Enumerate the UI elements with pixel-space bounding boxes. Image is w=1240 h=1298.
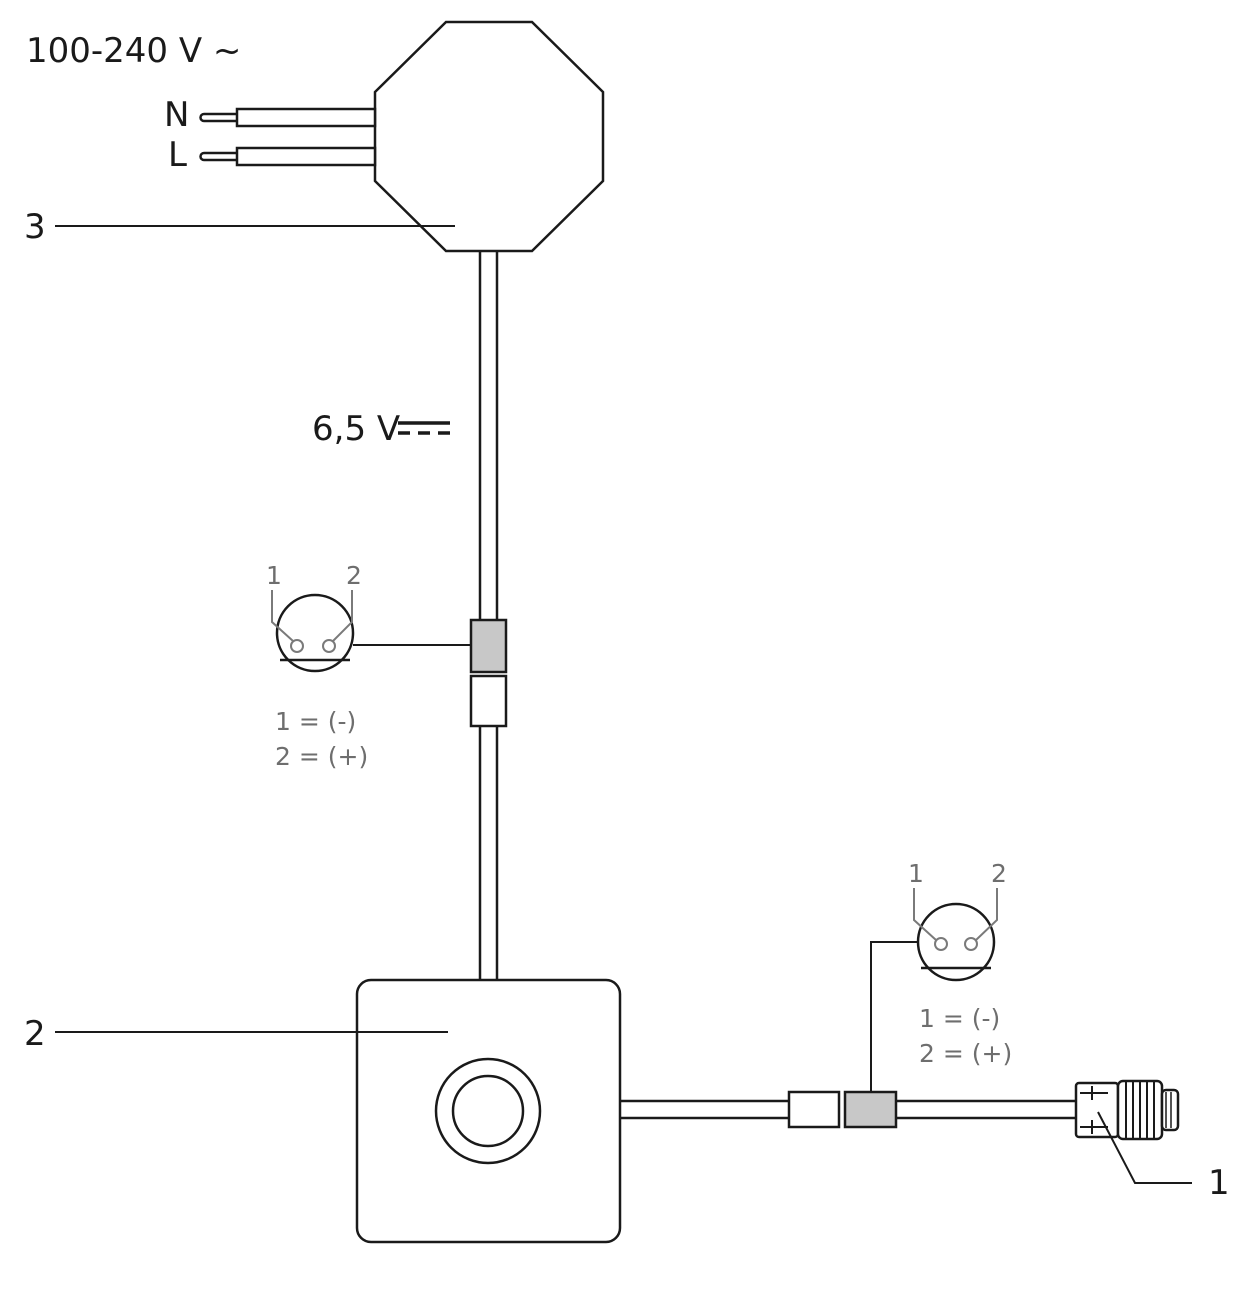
dc-cable-vertical	[478, 251, 499, 980]
neutral-label: N	[164, 95, 189, 135]
lower-legend-plus: 2 = (+)	[919, 1039, 1012, 1068]
upper-pin1-label: 1	[266, 561, 282, 590]
end-plug-icon	[1074, 1079, 1180, 1141]
dc-symbol-icon	[398, 421, 452, 435]
upper-legend-minus: 1 = (-)	[275, 707, 356, 736]
dc-voltage-label: 6,5 V	[312, 409, 400, 449]
output-connector-female	[843, 1090, 898, 1129]
output-cable-horizontal	[620, 1099, 1076, 1120]
lower-pinout-icon	[870, 888, 998, 1092]
inline-connector-female	[469, 618, 508, 674]
upper-pinout-icon	[271, 590, 471, 673]
lower-legend-minus: 1 = (-)	[919, 1004, 1000, 1033]
callout-3: 3	[24, 207, 46, 247]
control-knob-outer	[434, 1057, 542, 1165]
mains-lead-n	[199, 107, 377, 128]
mains-lead-l	[199, 146, 377, 167]
lower-pin1-label: 1	[908, 859, 924, 888]
live-label: L	[168, 135, 187, 175]
output-connector-male	[787, 1090, 841, 1129]
upper-legend-plus: 2 = (+)	[275, 742, 368, 771]
lower-pin2-label: 2	[991, 859, 1007, 888]
control-knob-inner	[451, 1074, 525, 1148]
callout-line-1	[1097, 1111, 1192, 1184]
ac-voltage-label: 100-240 V ~	[26, 31, 241, 71]
inline-connector-male	[469, 674, 508, 728]
power-supply-unit	[373, 20, 605, 253]
callout-2: 2	[24, 1014, 46, 1054]
control-unit	[355, 978, 622, 1244]
callout-1: 1	[1208, 1163, 1230, 1203]
upper-pin2-label: 2	[346, 561, 362, 590]
